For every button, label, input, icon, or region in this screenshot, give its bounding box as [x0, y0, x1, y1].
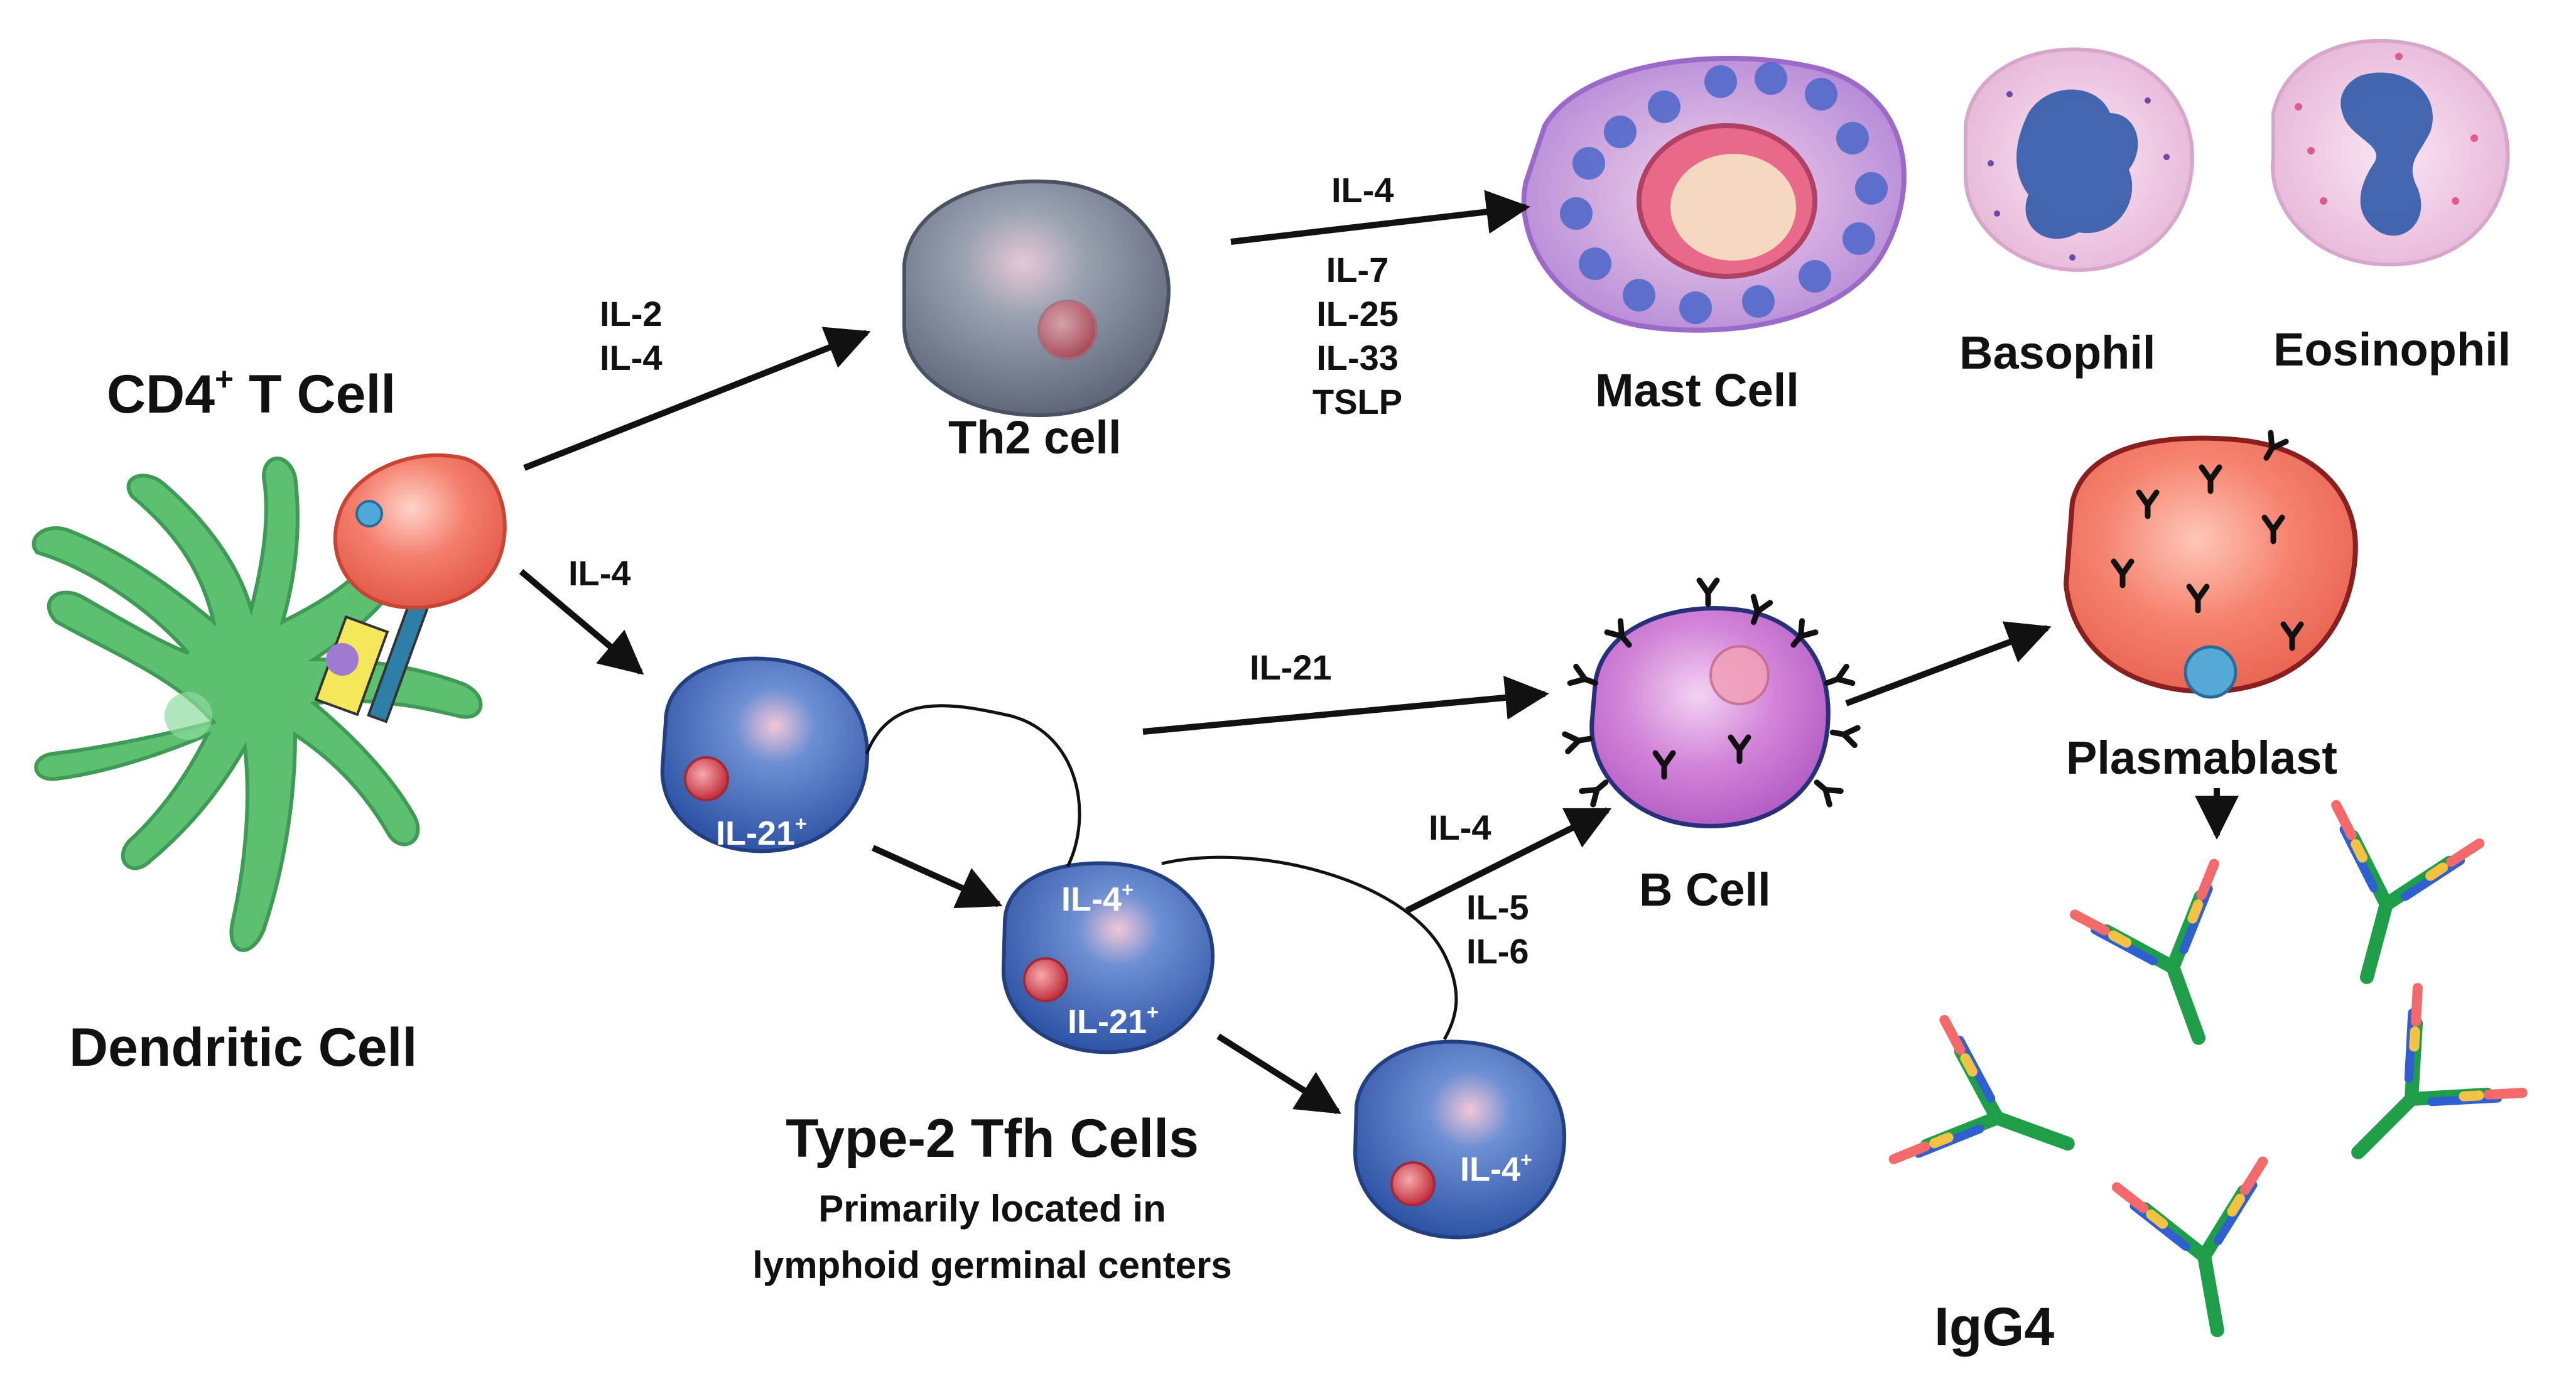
basophil-cell — [1964, 47, 2194, 273]
tfh2-marker-il4: IL-4+ — [1061, 878, 1134, 918]
mast-cell-label: Mast Cell — [1595, 364, 1799, 416]
mast-cell — [1521, 55, 1907, 333]
cd4-t-cell — [333, 453, 507, 610]
eosinophil-label: Eosinophil — [2273, 323, 2511, 376]
arrow-label-il4-mast: IL-4 — [1331, 170, 1394, 210]
tfh-cell-1 — [660, 656, 870, 853]
tfh-group-title: Type-2 Tfh Cells — [786, 1108, 1199, 1169]
tfh1-marker: IL-21+ — [716, 812, 807, 852]
igg4-antibodies — [1894, 805, 2523, 1343]
tfh-loop-2 — [1161, 855, 1458, 1041]
basophil-label: Basophil — [1959, 327, 2156, 379]
b-cell — [1565, 580, 1858, 828]
arrow-label-il4-bcell: IL-4 — [1429, 808, 1491, 847]
dendritic-cell-label: Dendritic Cell — [69, 1017, 418, 1078]
tfh-group-subtitle-2: lymphoid germinal centers — [752, 1244, 1232, 1286]
tfh-group-subtitle-1: Primarily located in — [818, 1188, 1166, 1230]
cd4-t-cell-label: CD4+ T Cell — [107, 360, 396, 425]
tfh-loop-1 — [865, 704, 1081, 868]
b-cell-label: B Cell — [1639, 864, 1771, 916]
plasmablast-cell — [2063, 433, 2358, 699]
igg4-label: IgG4 — [1934, 1297, 2055, 1357]
tfh2-marker-il21: IL-21+ — [1068, 1000, 1159, 1041]
arrows — [519, 190, 2239, 1115]
th2-cell-label: Th2 cell — [948, 411, 1122, 463]
eosinophil-cell — [2271, 38, 2510, 267]
tfh3-marker: IL-4+ — [1460, 1148, 1532, 1188]
th2-cell — [902, 179, 1171, 418]
tfh-cell-3 — [1353, 1039, 1567, 1240]
arrow-label-cd4-to-tfh: IL-4 — [568, 553, 631, 593]
plasmablast-label: Plasmablast — [2066, 732, 2337, 784]
tfh-cell-2 — [1001, 861, 1215, 1054]
arrow-label-il21: IL-21 — [1250, 647, 1332, 687]
